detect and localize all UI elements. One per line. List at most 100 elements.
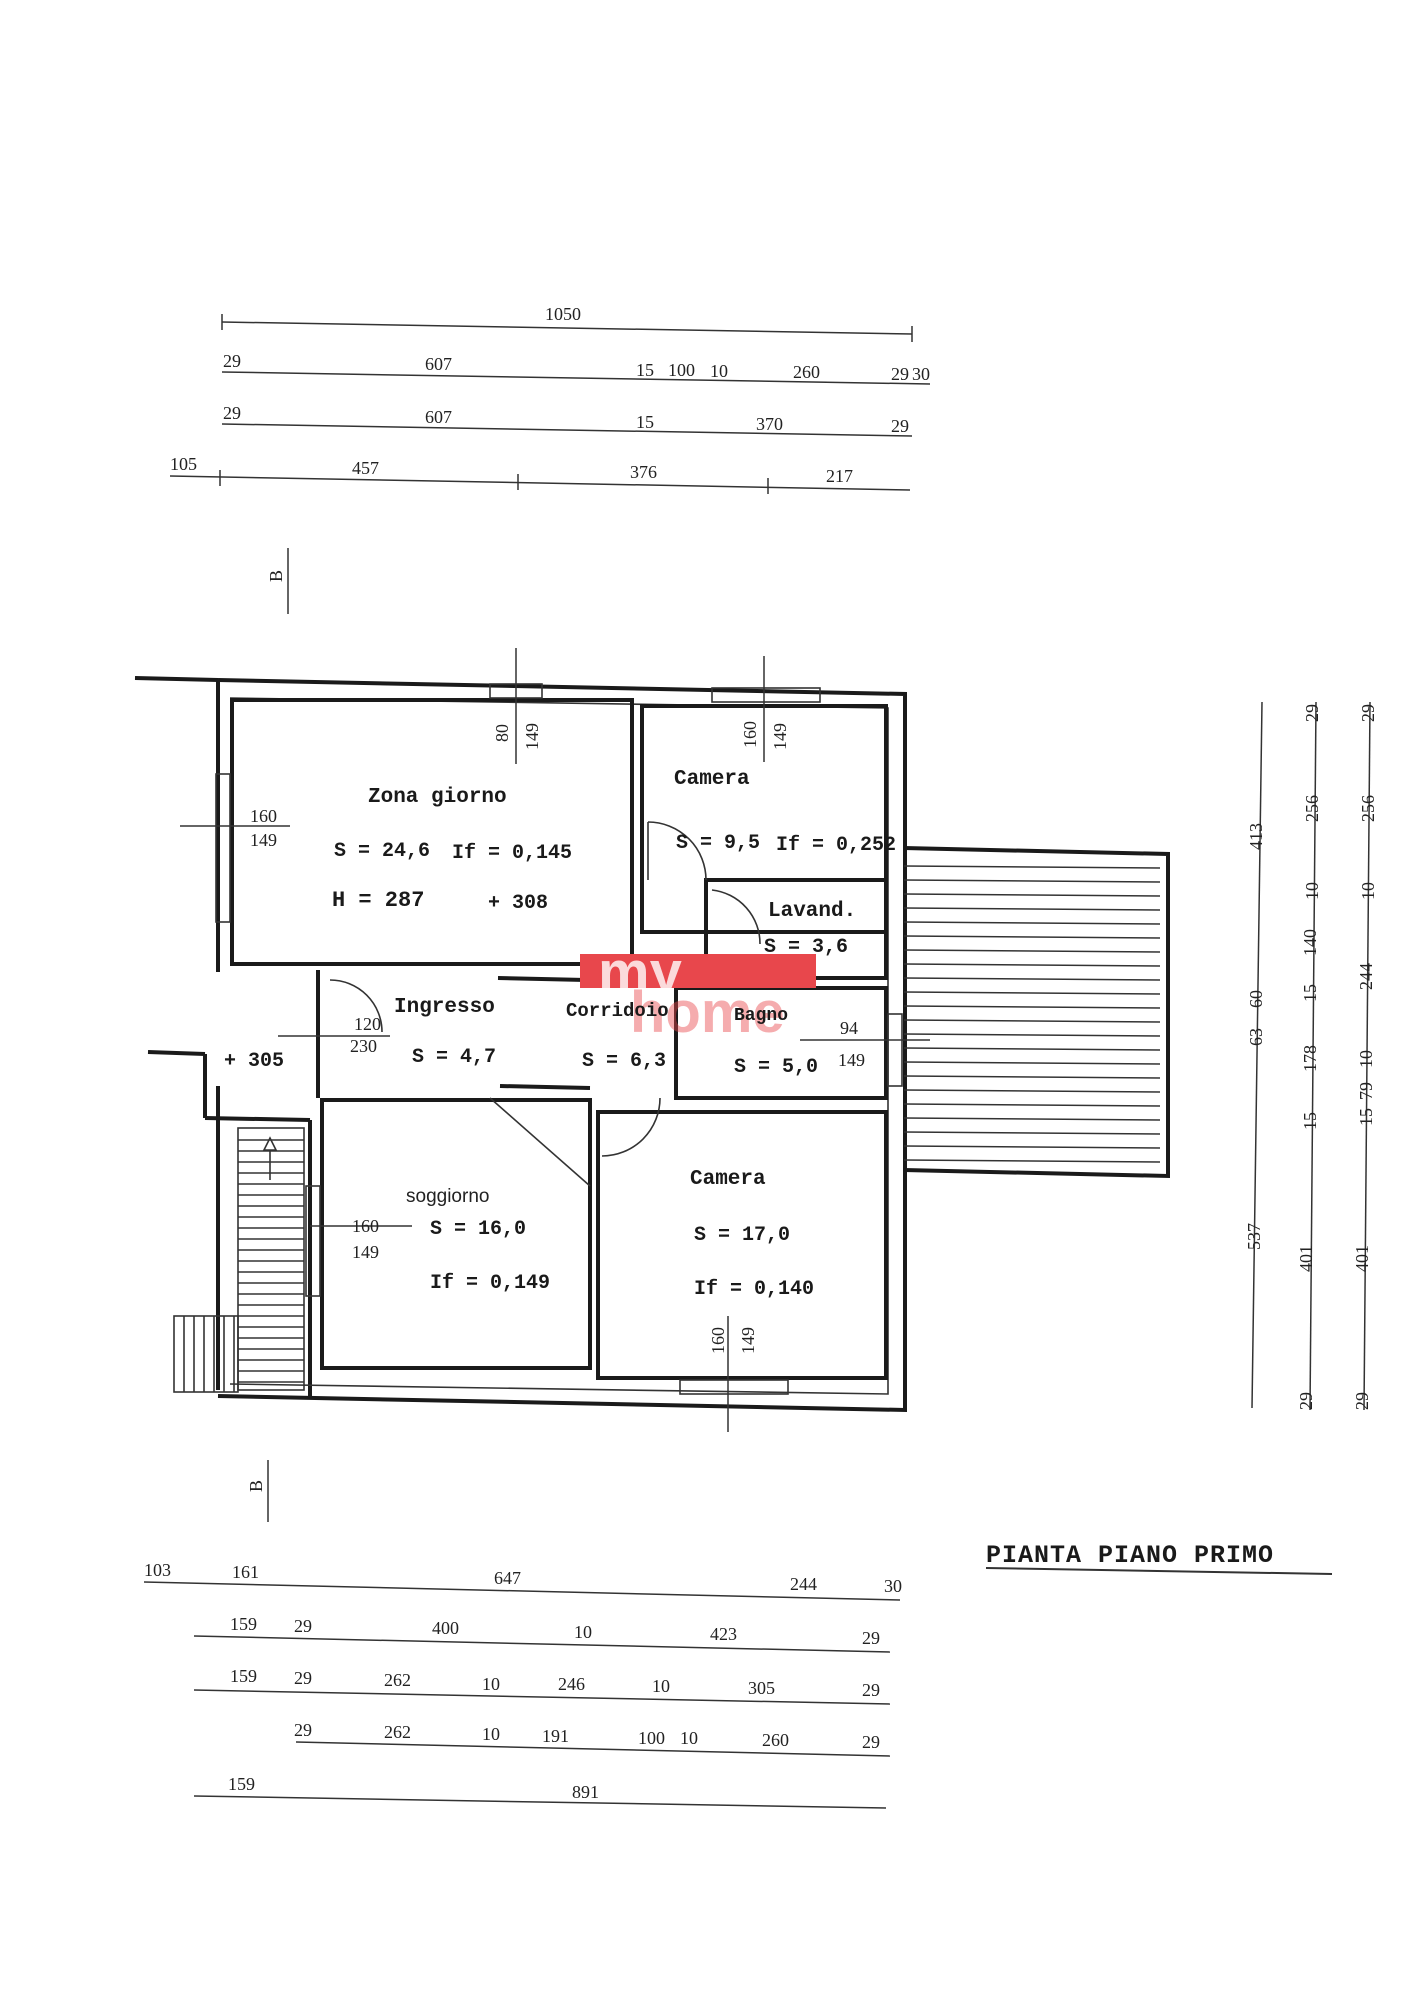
door-swings (329, 821, 761, 1157)
dim-right-mid-7: 401 (1296, 1245, 1316, 1272)
dim-top-r3-4: 29 (891, 416, 909, 436)
win-sogg-0: 160 (352, 1216, 379, 1236)
dim-right-in-4: 10 (1356, 1050, 1376, 1068)
dim-bot-r4-3: 191 (542, 1726, 569, 1746)
balcony-hatch-line (903, 1117, 1161, 1121)
section-marker-bottom: B (246, 1460, 269, 1522)
room-area: S = 17,0 (694, 1224, 790, 1247)
balcony-hatch-line (903, 1033, 1161, 1037)
room-area: S = 3,6 (764, 936, 848, 959)
staircase (173, 1127, 305, 1393)
room-ingresso: Ingresso S = 4,7 (394, 996, 496, 1069)
dim-top-r2-3: 100 (668, 360, 695, 380)
dim-right-mid-0: 29 (1302, 704, 1322, 722)
room-name: Ingresso (394, 996, 495, 1019)
window-dimension-ticks (180, 648, 930, 1432)
dim-right-mid-6: 15 (1300, 1112, 1320, 1130)
dim-right-in-2: 10 (1358, 882, 1378, 900)
win-zg-top-0: 80 (492, 724, 512, 742)
balcony-hatch-line (903, 1103, 1161, 1107)
win-cam-top-0: 160 (740, 721, 760, 748)
balcony-hatch-line (903, 1145, 1161, 1149)
room-name: Lavand. (768, 900, 856, 923)
room-area: S = 16,0 (430, 1218, 526, 1241)
watermark-logo: my home (580, 940, 816, 1045)
dim-right-mid-1: 256 (1302, 795, 1322, 822)
room-height: H = 287 (332, 888, 424, 913)
dim-bot-r3-7: 29 (862, 1680, 880, 1700)
bottom-dimension-chains: 103 161 647 244 30 159 29 400 10 423 29 … (143, 1560, 902, 1809)
dim-bot-r1-0: 103 (144, 1560, 171, 1580)
room-area: S = 24,6 (334, 840, 430, 863)
room-name: Bagno (734, 1006, 788, 1026)
room-zona-giorno: Zona giorno S = 24,6 If = 0,145 H = 287 … (332, 786, 572, 915)
room-if: If = 0,140 (694, 1278, 814, 1301)
win-bagno-1: 149 (838, 1050, 865, 1070)
dim-top-r3-2: 15 (636, 412, 654, 432)
win-cam-bot-0: 160 (708, 1327, 728, 1354)
balcony-hatch-line (903, 935, 1161, 939)
landing-level: + 305 (224, 1050, 284, 1073)
room-area: S = 6,3 (582, 1050, 666, 1073)
dim-bot-r3-3: 10 (482, 1674, 500, 1694)
room-area: S = 4,7 (412, 1046, 496, 1069)
room-if: If = 0,252 (776, 834, 896, 857)
room-name: soggiorno (406, 1186, 489, 1207)
dim-bot-r2-3: 10 (574, 1622, 592, 1642)
balcony-hatch-line (903, 893, 1161, 897)
dim-right-outer-2: 60 (1246, 990, 1266, 1008)
win-ingresso-0: 120 (354, 1014, 381, 1034)
section-marker-top-label: B (266, 570, 286, 582)
dim-top-r4-0: 105 (170, 454, 197, 474)
window-labels: 80 149 160 149 160 149 94 149 120 230 16… (250, 721, 865, 1354)
dim-top-r2-6: 29 (891, 364, 909, 384)
room-name: Zona giorno (368, 786, 507, 809)
drawing-title: PIANTA PIANO PRIMO (985, 1541, 1333, 1575)
section-marker-bottom-label: B (246, 1480, 266, 1492)
balcony (903, 846, 1170, 1179)
dim-top-r1-0: 1050 (545, 304, 581, 324)
room-lavanderia: Lavand. S = 3,6 (764, 900, 856, 959)
room-area: S = 5,0 (734, 1056, 818, 1079)
balcony-hatch-line (903, 1089, 1161, 1093)
room-corridoio: Corridoio S = 6,3 (566, 1000, 669, 1073)
dim-bot-r1-4: 30 (884, 1576, 902, 1596)
balcony-hatch-line (903, 1075, 1161, 1079)
win-cam-top-1: 149 (770, 723, 790, 750)
dim-top-r2-1: 607 (425, 354, 452, 374)
balcony-hatch-line (903, 1159, 1161, 1163)
dim-right-in-5: 79 (1356, 1082, 1376, 1100)
balcony-hatch-line (903, 1061, 1161, 1065)
dim-bot-r1-3: 244 (790, 1574, 817, 1594)
dim-top-r3-0: 29 (223, 403, 241, 423)
dim-right-mid-5: 178 (1300, 1045, 1320, 1072)
dim-bot-r3-6: 305 (748, 1678, 775, 1698)
room-camera-top: Camera S = 9,5 If = 0,252 (674, 768, 896, 857)
balcony-hatch-line (903, 921, 1161, 925)
watermark-line1: my (598, 940, 682, 1005)
dim-top-r3-1: 607 (425, 407, 452, 427)
dim-right-outer-0: 413 (1246, 823, 1266, 850)
room-area: S = 9,5 (676, 832, 760, 855)
dim-top-r4-3: 217 (826, 466, 853, 486)
room-camera-bottom: Camera S = 17,0 If = 0,140 (690, 1168, 814, 1301)
balcony-hatch-line (903, 949, 1161, 953)
win-zg-left-0: 160 (250, 806, 277, 826)
dim-right-outer-3: 537 (1244, 1223, 1264, 1250)
dim-top-r2-4: 10 (710, 361, 728, 381)
balcony-hatch-line (903, 963, 1161, 967)
plan-title: PIANTA PIANO PRIMO (986, 1541, 1274, 1570)
dim-bot-r4-7: 29 (862, 1732, 880, 1752)
win-bagno-0: 94 (840, 1018, 858, 1038)
watermark-line2: home (630, 980, 785, 1045)
balcony-hatch-line (903, 907, 1161, 911)
win-zg-left-1: 149 (250, 830, 277, 850)
dim-top-r2-0: 29 (223, 351, 241, 371)
dim-right-in-1: 256 (1358, 795, 1378, 822)
dim-right-mid-4: 15 (1300, 984, 1320, 1002)
room-if: If = 0,145 (452, 842, 572, 865)
balcony-hatch-line (903, 1047, 1161, 1051)
room-if: If = 0,149 (430, 1272, 550, 1295)
dim-top-r2-7: 30 (912, 364, 930, 384)
